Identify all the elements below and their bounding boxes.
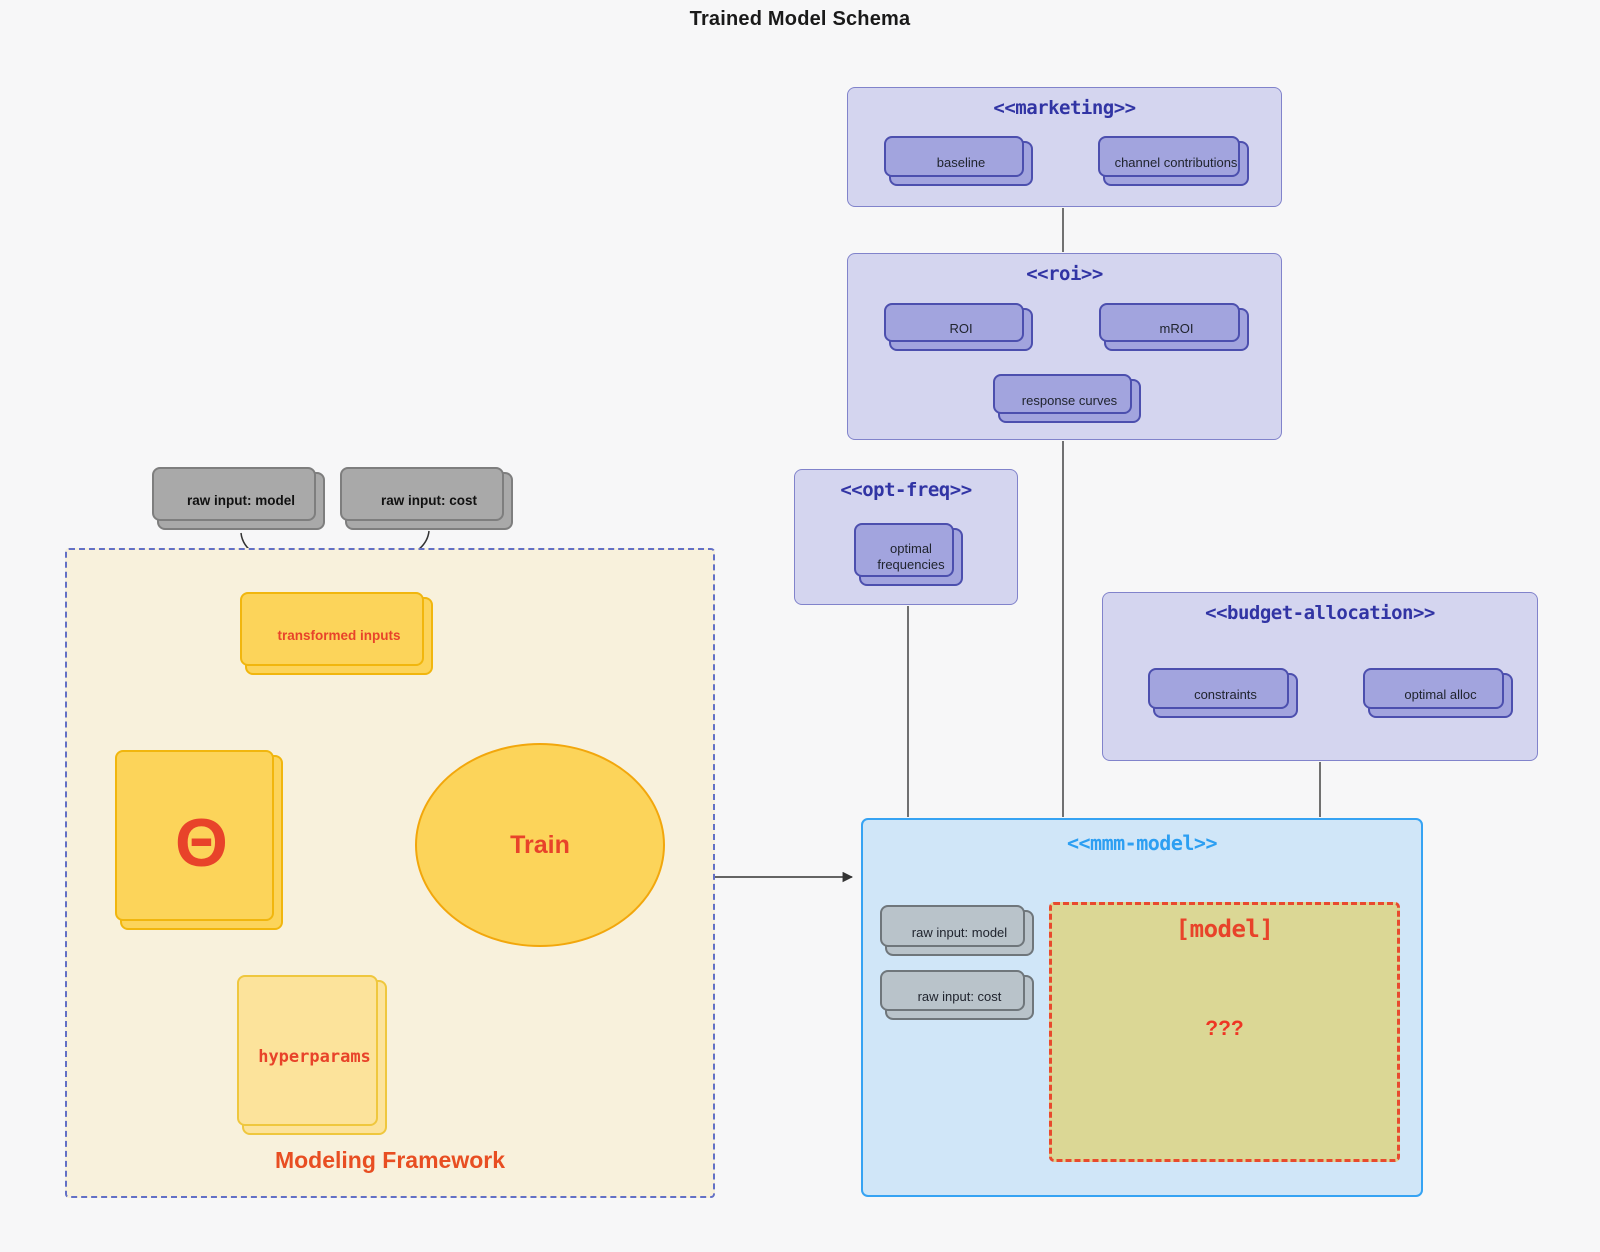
- node-mroi: mROI: [1099, 303, 1249, 351]
- page-title: Trained Model Schema: [689, 8, 911, 30]
- node-transformed-inputs: transformed inputs: [240, 592, 433, 675]
- node-constraints-label: constraints: [1194, 687, 1257, 703]
- theta-glyph: Θ: [175, 804, 228, 881]
- node-model-placeholder: [model] ???: [1049, 902, 1400, 1162]
- node-mmm-raw-input-model-label: raw input: model: [911, 924, 1008, 940]
- container-marketing: <<marketing>> baseline channel contribut…: [847, 87, 1282, 207]
- node-hyperparams: hyperparams: [237, 975, 387, 1135]
- mmm-model-title: <<mmm-model>>: [1066, 831, 1218, 855]
- container-opt-freq: <<opt-freq>> optimal frequencies: [794, 469, 1018, 605]
- opt-freq-title: <<opt-freq>>: [840, 479, 972, 501]
- node-baseline: baseline: [884, 136, 1033, 186]
- model-placeholder-unknown: ???: [1205, 1017, 1244, 1040]
- node-raw-input-model: raw input: model: [152, 467, 325, 530]
- node-theta: Θ: [115, 750, 283, 930]
- node-mmm-raw-input-model: raw input: model: [880, 905, 1034, 956]
- node-roi: ROI: [884, 303, 1033, 351]
- modeling-framework-label: Modeling Framework: [274, 1147, 506, 1173]
- node-constraints: constraints: [1148, 668, 1298, 718]
- node-hyperparams-label: hyperparams: [258, 1046, 371, 1067]
- roi-title: <<roi>>: [1026, 263, 1103, 285]
- node-optimal-alloc: optimal alloc: [1363, 668, 1513, 718]
- node-roi-label: ROI: [949, 321, 973, 337]
- node-mmm-raw-input-cost-label: raw input: cost: [917, 989, 1002, 1005]
- marketing-title: <<marketing>>: [993, 97, 1136, 119]
- node-channel-contributions-label: channel contributions: [1114, 155, 1238, 171]
- node-train-label: Train: [510, 830, 570, 859]
- container-budget-allocation: <<budget-allocation>> constraints optima…: [1102, 592, 1538, 761]
- model-placeholder-title: [model]: [1175, 915, 1274, 943]
- container-mmm-model: <<mmm-model>> raw input: model raw input…: [861, 818, 1423, 1197]
- node-response-curves-label: response curves: [1021, 392, 1118, 408]
- node-raw-input-cost-label: raw input: cost: [380, 492, 477, 508]
- node-raw-input-model-label: raw input: model: [187, 492, 295, 508]
- node-mmm-raw-input-cost: raw input: cost: [880, 970, 1034, 1020]
- node-baseline-label: baseline: [936, 155, 986, 171]
- node-raw-input-cost: raw input: cost: [340, 467, 513, 530]
- node-optimal-frequencies-label: optimal frequencies: [877, 540, 945, 572]
- node-channel-contributions: channel contributions: [1098, 136, 1249, 186]
- budget-allocation-title: <<budget-allocation>>: [1205, 602, 1435, 624]
- node-optimal-frequencies: optimal frequencies: [854, 523, 963, 586]
- node-train: Train: [415, 743, 665, 947]
- container-roi: <<roi>> ROI mROI response curves: [847, 253, 1282, 440]
- node-mroi-label: mROI: [1159, 321, 1194, 337]
- node-optimal-alloc-label: optimal alloc: [1404, 687, 1477, 703]
- node-transformed-inputs-label: transformed inputs: [277, 627, 401, 643]
- node-response-curves: response curves: [993, 374, 1141, 423]
